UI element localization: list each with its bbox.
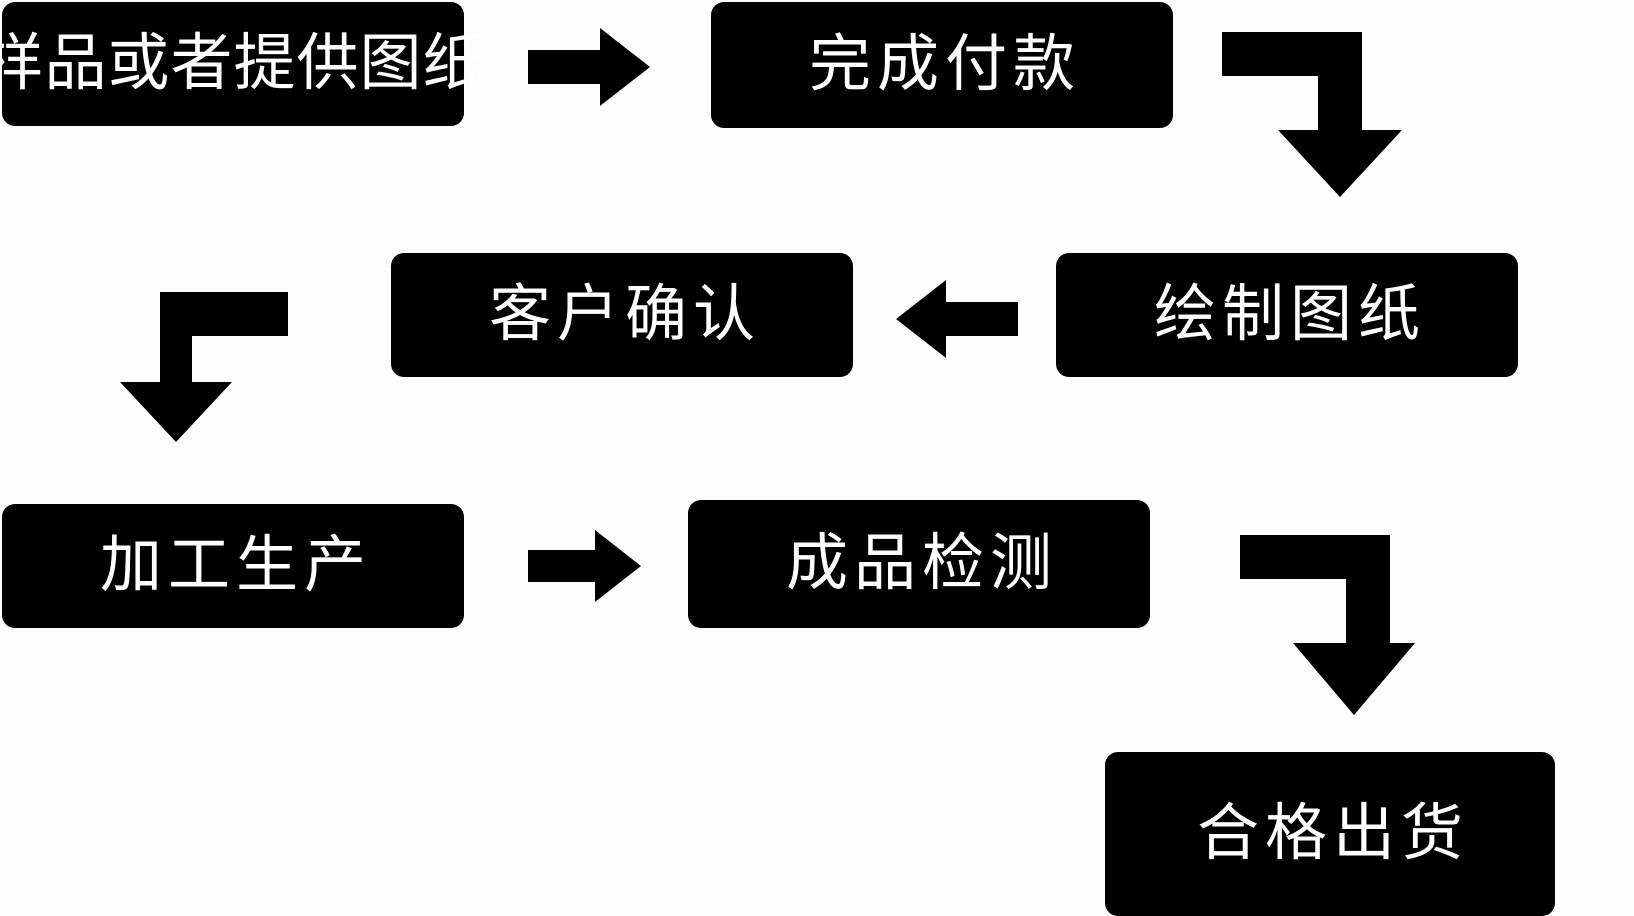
arrow-sample-to-payment [528,28,650,106]
process-node-produce-label: 加工生产 [99,531,372,600]
arrow-produce-to-inspect [528,530,641,602]
process-node-payment-label: 完成付款 [808,30,1081,99]
process-node-inspect[interactable]: 成品检测 [688,500,1150,628]
arrow-confirm-to-produce [120,292,288,442]
process-node-ship-label: 合格出货 [1196,799,1469,868]
process-node-sample[interactable]: 样品或者提供图纸 [0,2,485,126]
arrow-inspect-to-ship [1240,535,1415,715]
process-node-drawing-label: 绘制图纸 [1153,280,1426,349]
arrow-payment-to-drawing [1222,32,1402,197]
process-node-confirm[interactable]: 客户确认 [391,253,853,377]
process-node-ship[interactable]: 合格出货 [1105,752,1555,916]
process-node-drawing[interactable]: 绘制图纸 [1056,253,1518,377]
process-node-produce[interactable]: 加工生产 [2,504,464,628]
process-node-inspect-label: 成品检测 [785,529,1058,598]
process-node-payment[interactable]: 完成付款 [711,2,1173,128]
process-node-confirm-label: 客户确认 [488,280,761,349]
arrow-drawing-to-confirm [896,280,1018,358]
process-node-sample-label: 样品或者提供图纸 [0,29,486,98]
